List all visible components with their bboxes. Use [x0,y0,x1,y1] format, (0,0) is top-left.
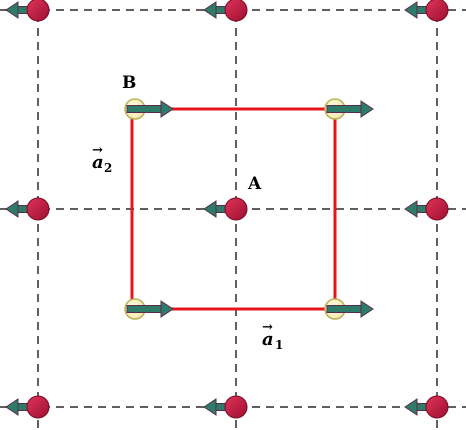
site-a-ion [224,395,248,419]
site-a [404,197,449,221]
vector-a2-subscript: 2 [104,161,112,175]
site-a-ion [224,0,248,22]
site-a-ion [425,395,449,419]
site-b [324,98,374,120]
site-b-label: B [122,73,136,93]
site-b [124,298,174,320]
vector-a2-label: → a 2 [92,143,112,175]
spin-arrow-right [326,100,374,118]
site-a [203,0,248,22]
site-a [203,197,248,221]
site-a-label: A [247,174,262,194]
vector-a2-arrow: → [92,143,103,158]
spin-arrow-right [126,100,174,118]
vector-a2-symbol: a [92,152,104,173]
site-a [5,0,50,22]
site-a-ion [26,0,50,22]
site-a-ion [425,197,449,221]
spin-arrow-right [126,300,174,318]
site-a [5,197,50,221]
spin-arrow-right [326,300,374,318]
site-a [404,0,449,22]
site-a [203,395,248,419]
vector-a1-label: → a 1 [262,320,283,352]
site-b [124,98,174,120]
site-b-group [124,98,374,320]
site-a [5,395,50,419]
site-a-ion [425,0,449,22]
site-a-ion [26,395,50,419]
site-a-ion [224,197,248,221]
vector-a1-subscript: 1 [275,338,283,352]
site-b [324,298,374,320]
vector-a1-arrow: → [262,320,273,335]
vector-a1-symbol: a [262,329,274,350]
site-a [404,395,449,419]
site-a-group [5,0,449,419]
site-a-ion [26,197,50,221]
unit-cell-square [130,107,337,311]
